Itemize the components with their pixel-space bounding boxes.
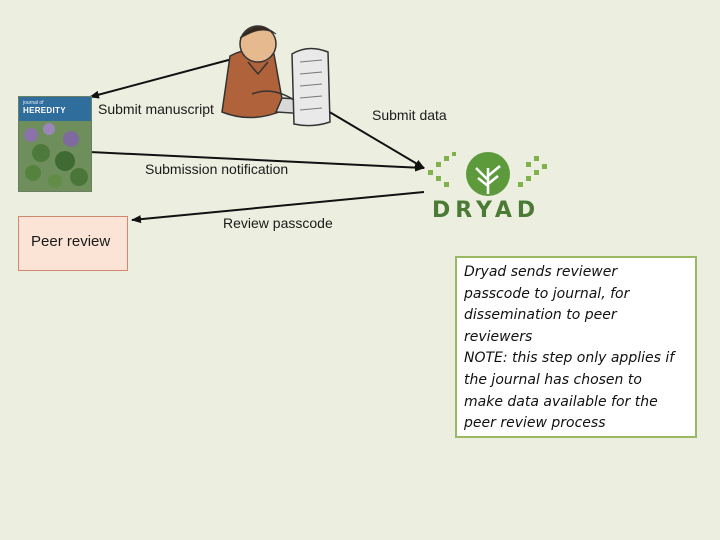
note-line: peer review process bbox=[464, 415, 606, 432]
journal-cover-name: HEREDITY bbox=[23, 106, 66, 115]
note-line: NOTE: this step only applies if bbox=[464, 350, 675, 367]
note-line: passcode to journal, for bbox=[464, 285, 630, 302]
peer-review-label: Peer review bbox=[31, 233, 111, 250]
author-at-computer-icon bbox=[221, 25, 331, 127]
dryad-note-box: Dryad sends reviewer passcode to journal… bbox=[455, 256, 697, 438]
submission-notification-line bbox=[89, 151, 425, 172]
peer-review-box: Peer review bbox=[18, 216, 128, 271]
submit-data-label: Submit data bbox=[372, 107, 447, 123]
note-line: reviewers bbox=[464, 328, 533, 345]
journal-cover-band: journal of HEREDITY bbox=[19, 97, 91, 121]
note-line: the journal has chosen to bbox=[464, 371, 642, 388]
submit-manuscript-arrow bbox=[89, 57, 237, 99]
submit-manuscript-label: Submit manuscript bbox=[98, 101, 214, 117]
journal-cover-icon: journal of HEREDITY bbox=[18, 96, 92, 192]
review-passcode-label: Review passcode bbox=[223, 215, 333, 231]
journal-cover-small-text: journal of bbox=[23, 100, 44, 106]
note-line: Dryad sends reviewer bbox=[464, 264, 618, 280]
note-line: dissemination to peer bbox=[464, 307, 617, 324]
review-passcode-arrow bbox=[131, 191, 425, 224]
journal-cover-plants bbox=[19, 121, 91, 191]
submit-data-arrow bbox=[315, 103, 425, 169]
submission-notification-label: Submission notification bbox=[145, 161, 289, 177]
note-line: make data available for the bbox=[464, 393, 658, 410]
dryad-tree-icon bbox=[428, 152, 547, 196]
dryad-logo-text: DRYAD bbox=[432, 198, 541, 223]
